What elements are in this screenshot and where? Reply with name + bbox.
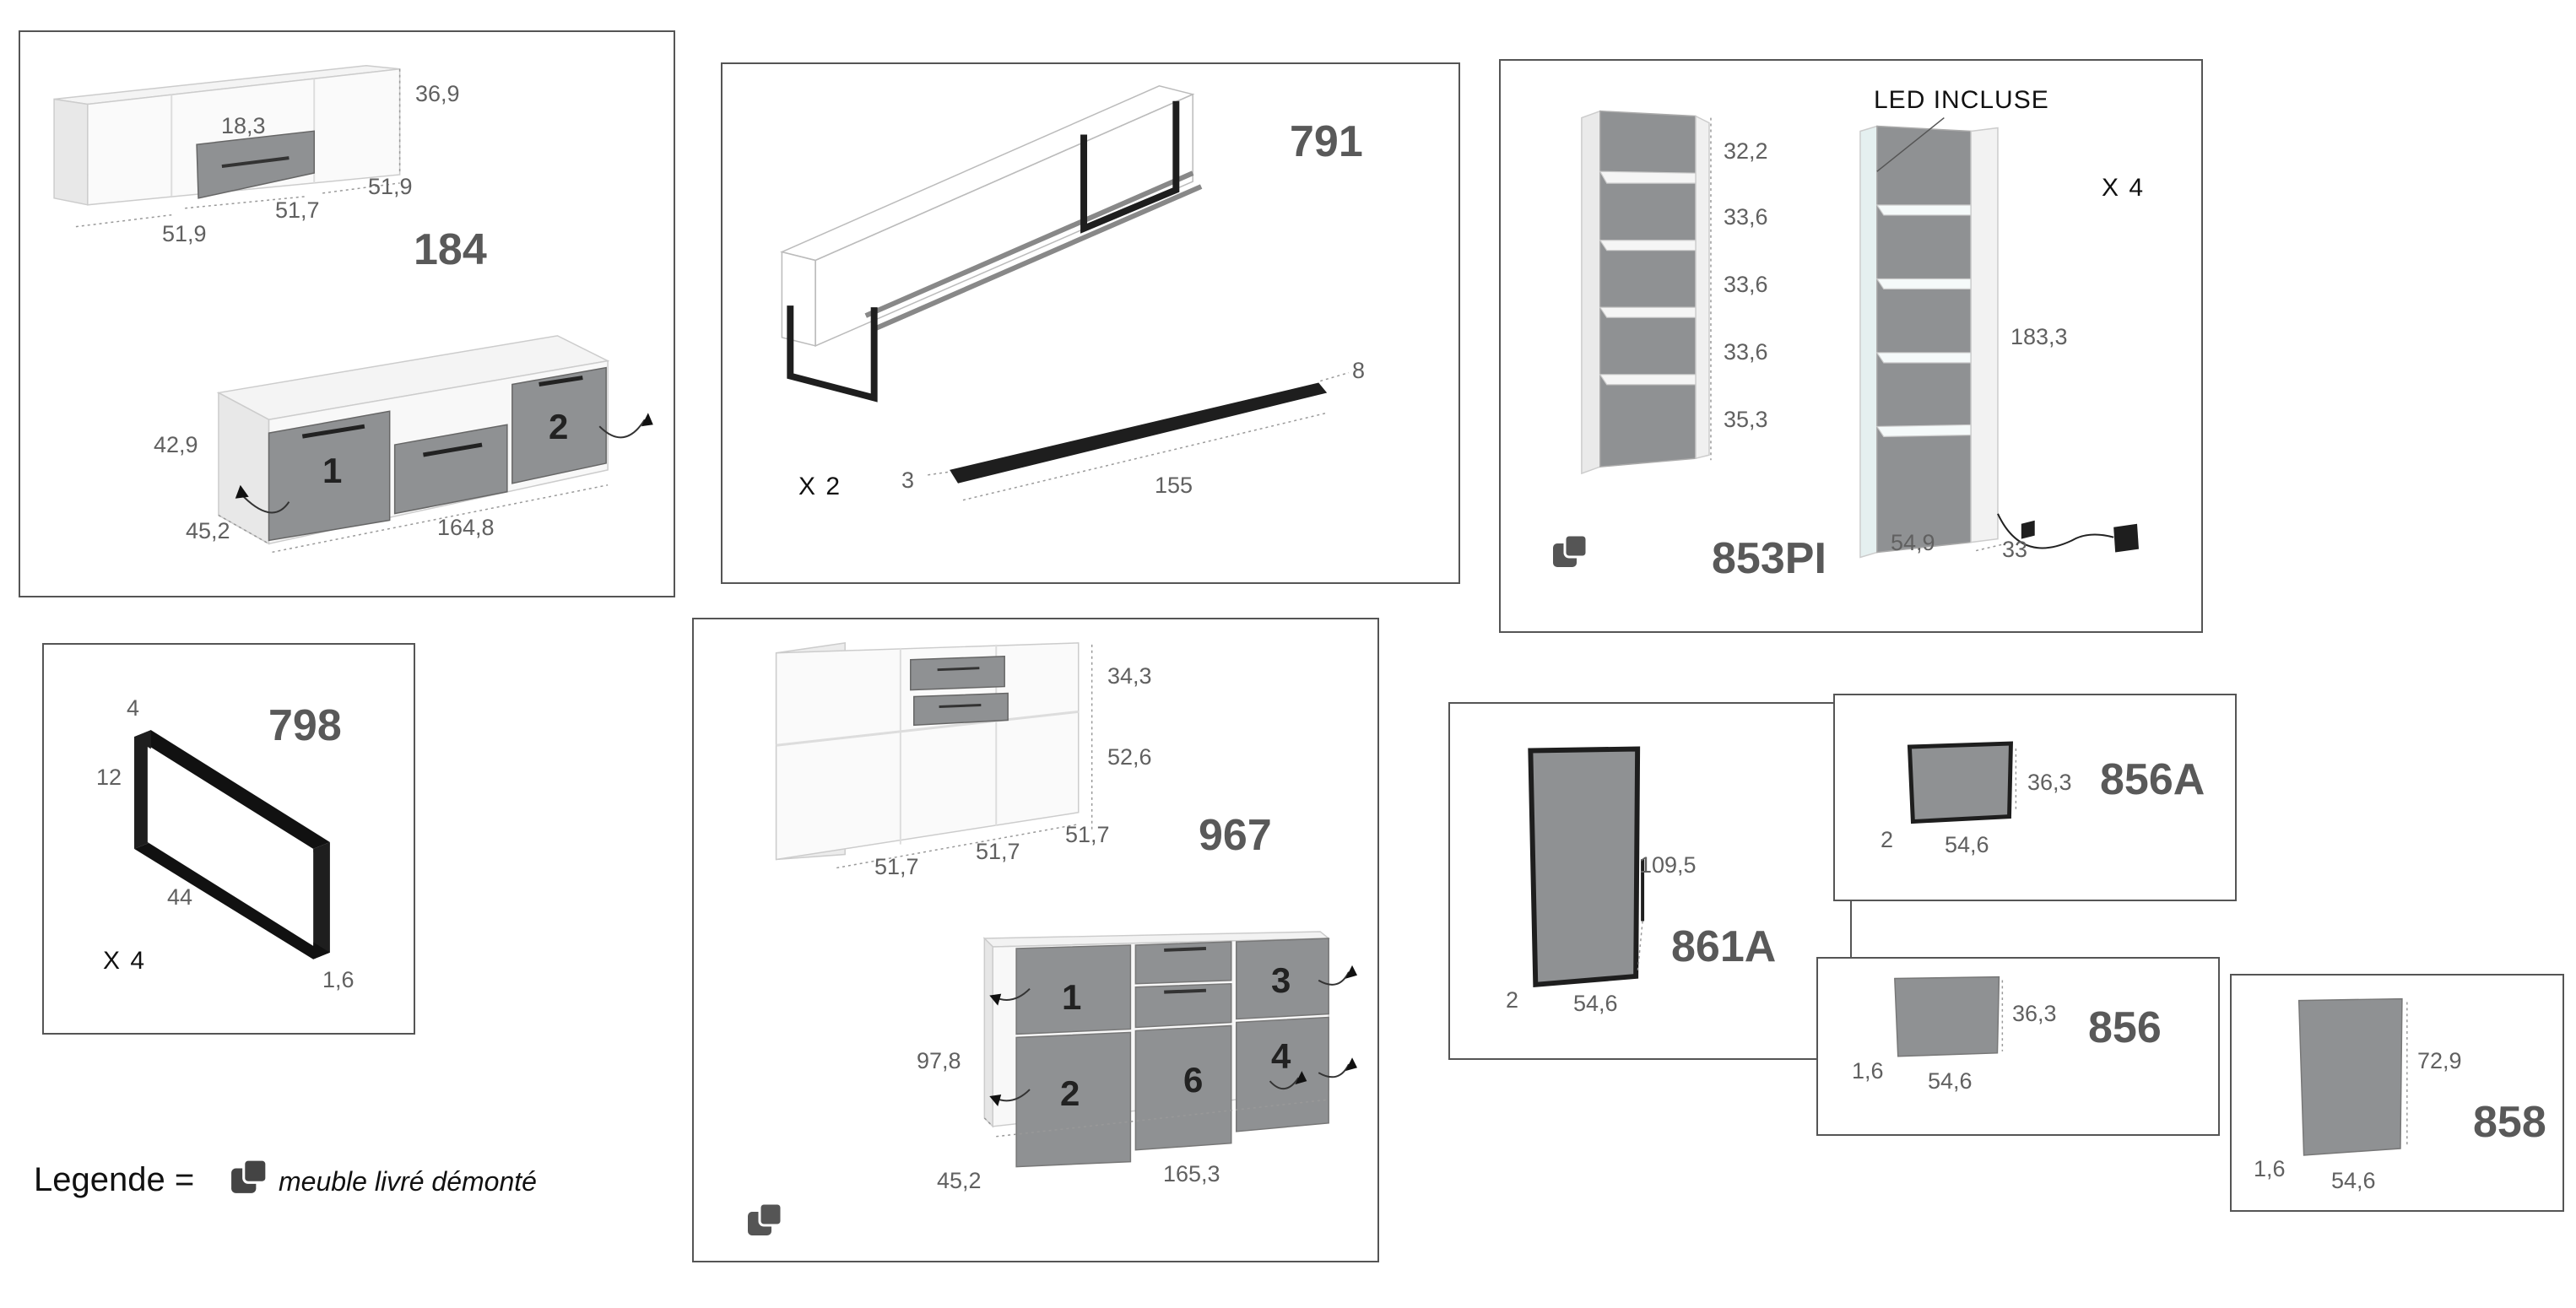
dimension-label: 2: [1506, 987, 1519, 1013]
door-number: 2: [549, 407, 569, 446]
dimension-label: 54,6: [1573, 991, 1618, 1016]
door-number: 3: [1271, 960, 1291, 1000]
dimension-label: 42,9: [154, 432, 198, 457]
bookcase-853pi-drawing: [1581, 110, 2139, 559]
quantity-label: X 4: [103, 947, 147, 975]
door-number: 4: [1271, 1036, 1291, 1076]
dimension-label: 51,9: [162, 221, 207, 246]
dimension-label: 33,6: [1724, 204, 1768, 230]
dimension-label: 72,9: [2417, 1048, 2462, 1073]
panel-853pi: LED INCLUSE X 4 32,2 33,6 33,6 33,6 35,3…: [1499, 59, 2203, 633]
sideboard-967-drawing: [775, 641, 1357, 1168]
dimension-label: 1,6: [2254, 1156, 2286, 1181]
panel-861a: 109,5 861A 2 54,6: [1448, 702, 1852, 1060]
dimension-label: 18,3: [221, 113, 266, 138]
door-number: 1: [1062, 977, 1082, 1017]
mirror-861a-drawing: [1528, 746, 1645, 988]
dimension-label: 54,6: [2331, 1168, 2376, 1193]
dimension-label: 155: [1155, 473, 1193, 498]
dimension-label: 4: [127, 695, 140, 721]
dimension-label: 36,9: [415, 81, 460, 106]
panel-856: 36,3 856 1,6 54,6: [1816, 957, 2220, 1136]
disassembled-furniture-icon: [1553, 533, 1588, 567]
dimension-label: 51,7: [275, 197, 320, 223]
product-code: 967: [1199, 811, 1272, 860]
product-code: 798: [268, 701, 342, 750]
dimension-label: 51,9: [368, 174, 413, 199]
dimension-label: 54,6: [1928, 1068, 1973, 1094]
panel-184: 36,9 18,3 51,7 51,9 51,9 184 42,9 45,2 1…: [19, 30, 675, 597]
dimension-label: 54,9: [1891, 530, 1935, 555]
panel-858: 72,9 858 1,6 54,6: [2230, 974, 2564, 1212]
product-code: 861A: [1671, 922, 1777, 971]
product-code: 856: [2088, 1003, 2162, 1052]
disassembled-furniture-icon: [748, 1202, 783, 1235]
dimension-label: 45,2: [937, 1168, 982, 1193]
door-number: 2: [1060, 1073, 1080, 1113]
dimension-label: 97,8: [917, 1048, 961, 1073]
door-number: 6: [1183, 1060, 1204, 1100]
tv-unit-184-drawing: [53, 65, 653, 554]
product-code: 856A: [2100, 755, 2205, 804]
dimension-label: 51,7: [1065, 822, 1110, 847]
dimension-label: 12: [96, 765, 122, 790]
dimension-label: 164,8: [437, 515, 495, 540]
dimension-label: 35,3: [1724, 407, 1768, 432]
led-included-label: LED INCLUSE: [1874, 86, 2049, 114]
panel-858-drawing: [2297, 997, 2408, 1156]
dimension-label: 33,6: [1724, 339, 1768, 365]
dimension-label: 33: [2002, 537, 2028, 562]
panel-856-drawing: [1894, 976, 2004, 1057]
dimension-label: 165,3: [1163, 1161, 1220, 1186]
dimension-label: 52,6: [1107, 744, 1152, 770]
dimension-label: 1,6: [1852, 1058, 1884, 1084]
product-code: 853PI: [1712, 534, 1826, 583]
panel-856a: 36,3 856A 2 54,6: [1833, 694, 2237, 901]
dimension-label: 44: [167, 884, 193, 910]
disassembled-furniture-icon: [231, 1158, 268, 1193]
quantity-label: X 2: [798, 473, 842, 500]
dimension-label: 51,7: [976, 839, 1020, 864]
quantity-label: X 4: [2102, 174, 2146, 202]
leg-frame-798-drawing: [134, 730, 330, 959]
door-number: 1: [322, 451, 343, 490]
dimension-label: 54,6: [1945, 832, 1989, 857]
dimension-label: 183,3: [2010, 324, 2068, 349]
product-code: 858: [2473, 1098, 2546, 1147]
dimension-label: 3: [901, 468, 915, 493]
dimension-label: 8: [1352, 358, 1366, 383]
dimension-label: 33,6: [1724, 272, 1768, 297]
product-code: 184: [414, 225, 487, 274]
dimension-label: 34,3: [1107, 663, 1152, 689]
product-code: 791: [1290, 117, 1363, 166]
legs-791-drawing: [780, 85, 1350, 501]
dimension-label: 36,3: [2027, 770, 2072, 795]
panel-856a-drawing: [1907, 741, 2017, 824]
dimension-label: 45,2: [186, 518, 230, 543]
legend-label: Legende =: [34, 1161, 195, 1198]
panel-967: 34,3 52,6 51,7 51,7 51,7 967 1 2 3 4 6 9…: [692, 618, 1379, 1262]
dimension-label: 36,3: [2012, 1001, 2057, 1026]
panel-791: 791 X 2 8 3 155: [721, 62, 1460, 584]
dimension-label: 1,6: [322, 967, 354, 992]
dimension-label: 109,5: [1639, 852, 1697, 878]
legend-description: meuble livré démonté: [279, 1166, 537, 1197]
dimension-label: 2: [1881, 827, 1894, 852]
panel-798: 798 4 12 44 X 4 1,6: [42, 643, 415, 1035]
dimension-label: 51,7: [874, 854, 919, 879]
dimension-label: 32,2: [1724, 138, 1768, 164]
